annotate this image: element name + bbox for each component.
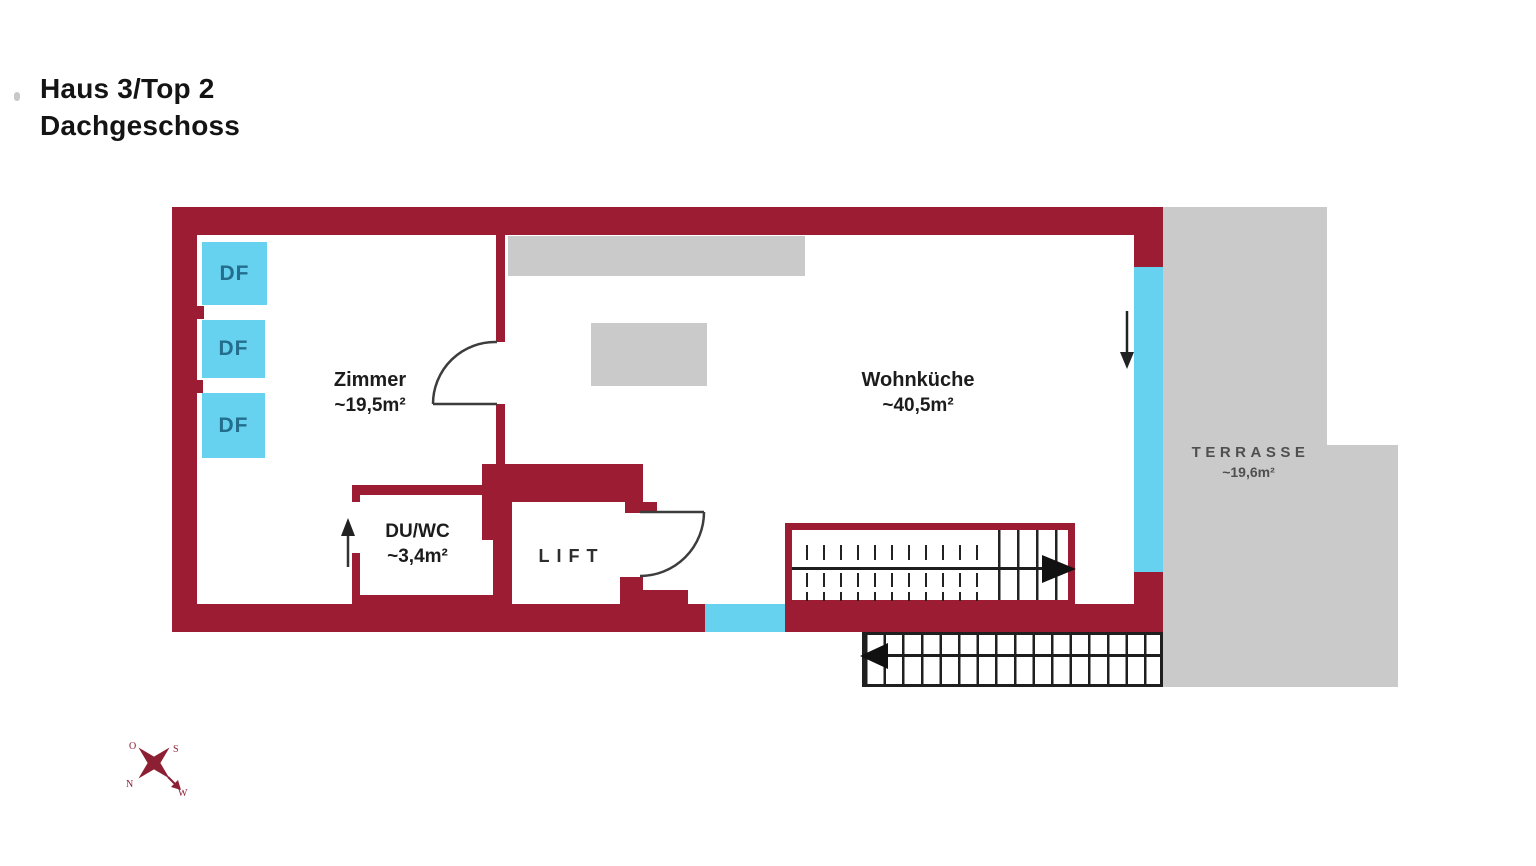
room-name-zimmer: Zimmer xyxy=(333,369,407,391)
stairs-interior-treads-row2 xyxy=(806,573,992,587)
room-area-zimmer: ~19,5m² xyxy=(334,395,406,416)
wall-divider-lower xyxy=(496,404,505,464)
roof-window-label: DF xyxy=(218,337,249,360)
room-label-zimmer: Zimmer ~19,5m² xyxy=(280,367,460,419)
room-area-duwc: ~3,4m² xyxy=(387,546,448,567)
wall-duwc-left-stub xyxy=(352,485,360,502)
stairs-interior-treads-solid xyxy=(998,530,1074,600)
window-bottom-wall xyxy=(705,604,785,632)
terrace-area-lower xyxy=(1163,445,1398,687)
wall-outer-bottom-right xyxy=(785,604,1163,632)
stairs-interior-walkline xyxy=(792,567,1048,570)
roof-window-label: DF xyxy=(219,261,250,285)
room-name-duwc: DU/WC xyxy=(385,521,450,542)
stairs-exterior-treads xyxy=(865,635,1160,684)
wall-lift-right-lower xyxy=(620,577,643,604)
stairs-exterior xyxy=(862,632,1163,687)
room-label-wohnkueche: Wohnküche ~40,5m² xyxy=(818,367,1018,419)
room-label-duwc: DU/WC ~3,4m² xyxy=(350,519,485,569)
room-area-terrasse: ~19,6m² xyxy=(1222,464,1275,480)
compass-star xyxy=(138,747,170,779)
room-area-wohnkueche: ~40,5m² xyxy=(882,395,954,416)
roof-window-df-3: DF xyxy=(202,393,265,458)
wall-outer-top xyxy=(172,207,1163,235)
wall-lift-right-stub xyxy=(643,502,657,513)
wall-lift-left-lower xyxy=(493,540,512,604)
stairs-interior-treads-row1 xyxy=(806,545,992,560)
wall-duwc-bottom xyxy=(352,595,493,604)
compass-letter-n: N xyxy=(126,779,133,790)
stairs-exterior-walkline xyxy=(884,654,1160,657)
wall-outer-bottom-left xyxy=(172,604,705,632)
page-title: Haus 3/Top 2 Dachgeschoss xyxy=(40,70,240,144)
compass-letter-s: S xyxy=(173,744,179,755)
wall-stub-between-df2-df3 xyxy=(194,380,203,393)
room-label-lift: LIFT xyxy=(538,546,605,566)
wall-duwc-left xyxy=(352,553,360,604)
wall-stub-between-df1-df2 xyxy=(196,306,204,319)
wall-lift-right-upper xyxy=(625,502,643,513)
wall-duwc-top xyxy=(352,485,482,495)
compass-arrow xyxy=(167,776,179,788)
kitchen-counter xyxy=(508,236,805,276)
compass-letter-o: O xyxy=(129,741,136,752)
page-title-line2: Dachgeschoss xyxy=(40,110,241,141)
room-label-terrasse: TERRASSE ~19,6m² xyxy=(1146,443,1351,482)
room-name-wohnkueche: Wohnküche xyxy=(861,369,975,391)
wall-divider-upper xyxy=(496,235,505,342)
terrace-area-upper xyxy=(1163,207,1327,445)
compass-arrowhead xyxy=(171,780,181,790)
wall-outer-left xyxy=(172,207,197,632)
door-entrance xyxy=(639,510,706,578)
roof-window-label: DF xyxy=(218,413,249,437)
window-right-wall xyxy=(1134,267,1163,572)
room-name-terrasse: TERRASSE xyxy=(1191,444,1310,461)
wall-outer-right-lower xyxy=(1134,572,1163,632)
compass-letter-w: W xyxy=(178,788,188,799)
wall-step-below-door xyxy=(643,590,688,604)
wall-outer-right-upper xyxy=(1134,233,1163,267)
roof-window-df-1: DF xyxy=(202,242,267,305)
roof-window-df-2: DF xyxy=(202,320,265,378)
arrow-down-icon xyxy=(1120,311,1134,369)
kitchen-island xyxy=(591,323,707,386)
compass-rose: O S N W xyxy=(126,741,188,799)
stray-mark xyxy=(14,92,20,101)
page-title-line1: Haus 3/Top 2 xyxy=(40,73,215,104)
wall-lift-top-band xyxy=(482,464,643,502)
wall-lift-left-upper xyxy=(482,502,512,540)
stairs-interior-treads-row3 xyxy=(806,592,992,601)
